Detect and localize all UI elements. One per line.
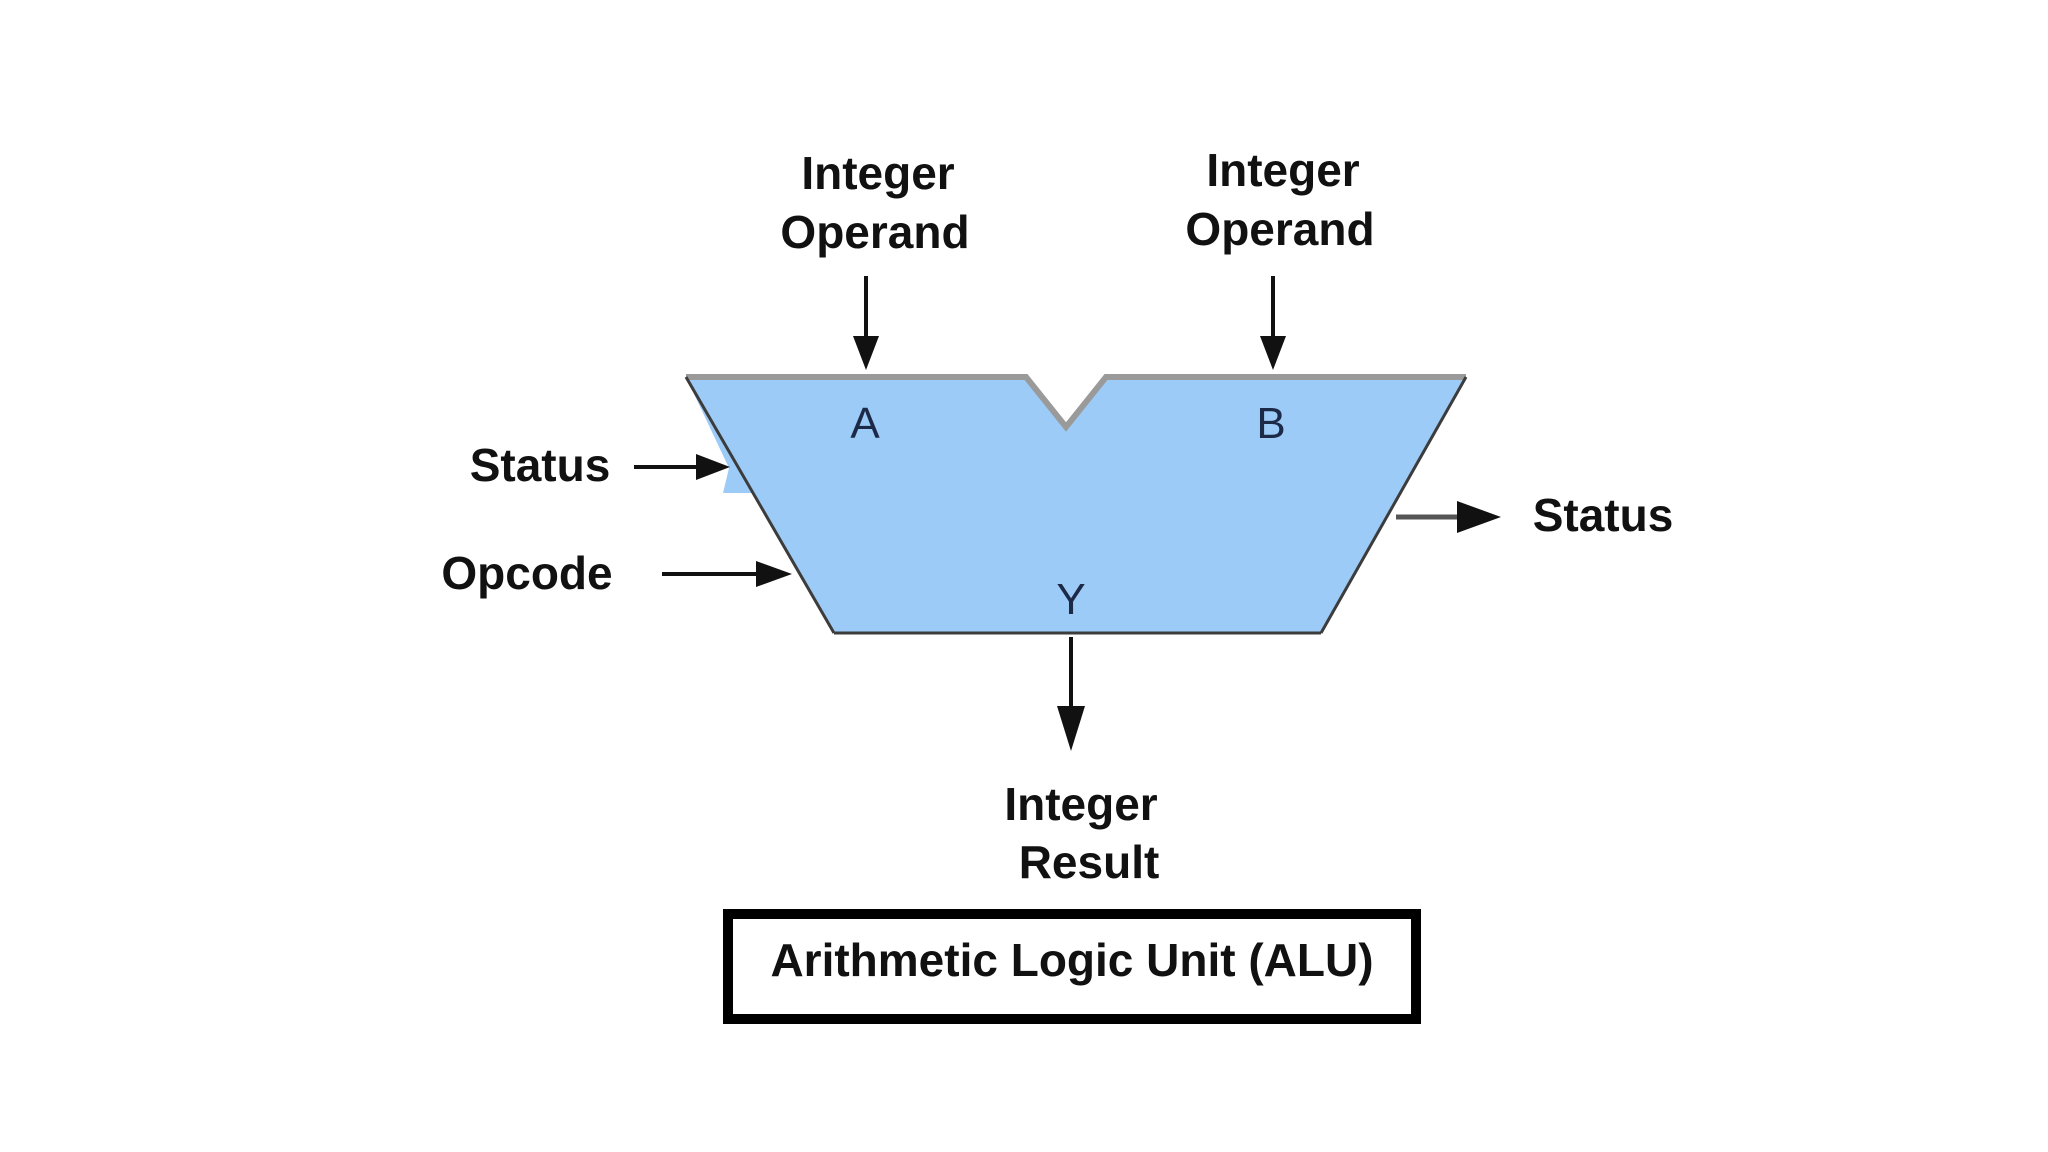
alu-top-edge — [686, 374, 1466, 432]
operand-a-arrow — [853, 276, 879, 370]
status-in-label: Status — [470, 439, 611, 491]
caption-text: Arithmetic Logic Unit (ALU) — [770, 934, 1373, 986]
port-b-label: B — [1256, 399, 1285, 448]
operand-b-line1: Integer — [1206, 144, 1359, 196]
opcode-arrow — [662, 561, 792, 587]
operand-a-line2: Operand — [780, 206, 969, 258]
port-a-label: A — [850, 399, 880, 448]
alu-body — [686, 377, 1466, 633]
status-out-label: Status — [1533, 489, 1674, 541]
result-line2: Result — [1019, 836, 1160, 888]
status-out-arrow — [1396, 501, 1501, 533]
operand-b-line2: Operand — [1185, 203, 1374, 255]
alu-left-edge — [684, 376, 836, 634]
port-y-label: Y — [1056, 575, 1085, 624]
result-line1: Integer — [1004, 778, 1157, 830]
status-in-arrow — [634, 454, 730, 480]
caption-box — [723, 909, 1421, 1024]
opcode-label: Opcode — [441, 547, 612, 599]
alu-right-edge — [1319, 376, 1468, 634]
result-arrow — [1057, 637, 1085, 751]
operand-b-arrow — [1260, 276, 1286, 370]
operand-a-line1: Integer — [801, 147, 954, 199]
